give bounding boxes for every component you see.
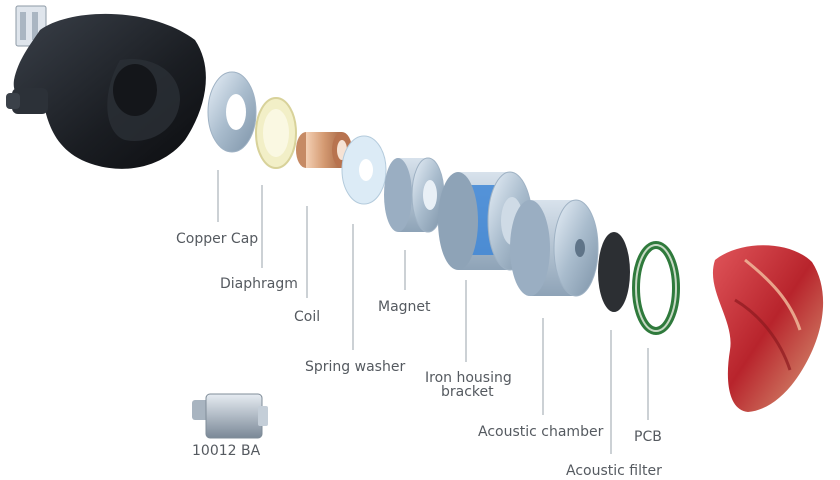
earphone-shell bbox=[6, 13, 206, 169]
pcb-part bbox=[632, 241, 680, 335]
faceplate-part bbox=[712, 245, 824, 412]
label-acoustic-chamber: Acoustic chamber bbox=[478, 424, 604, 440]
label-copper-cap: Copper Cap bbox=[176, 231, 258, 247]
magnet-part bbox=[384, 157, 445, 233]
label-iron-housing-line2: bracket bbox=[441, 384, 494, 400]
label-magnet: Magnet bbox=[378, 299, 431, 315]
acoustic-filter-part bbox=[598, 232, 630, 312]
label-acoustic-filter: Acoustic filter bbox=[566, 463, 662, 479]
label-pcb: PCB bbox=[634, 429, 662, 445]
label-coil: Coil bbox=[294, 309, 320, 325]
copper-cap-part bbox=[207, 71, 257, 153]
iron-housing-bracket-part bbox=[438, 171, 533, 271]
acoustic-chamber-part bbox=[510, 199, 599, 297]
label-spring-washer: Spring washer bbox=[305, 359, 405, 375]
spring-washer-part bbox=[341, 135, 387, 205]
diaphragm-part bbox=[255, 97, 297, 169]
label-diaphragm: Diaphragm bbox=[220, 276, 298, 292]
label-iron-housing-line1: Iron housing bbox=[425, 370, 512, 386]
label-ba-driver: 10012 BA bbox=[192, 443, 261, 459]
ba-driver-part bbox=[192, 393, 268, 439]
